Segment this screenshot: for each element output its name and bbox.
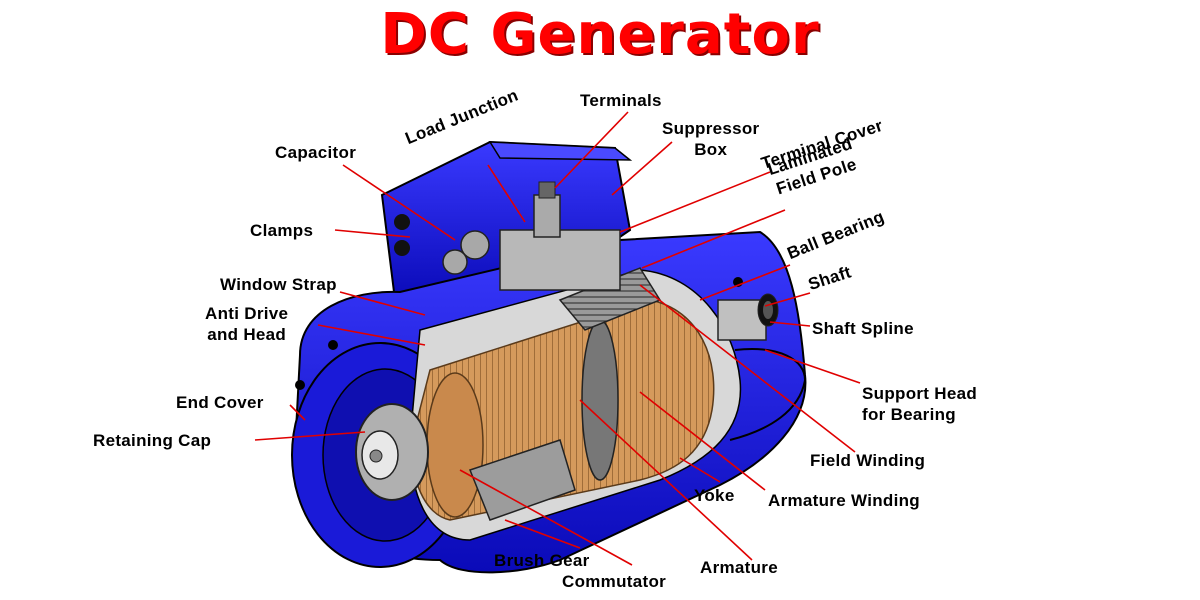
label-field-winding: Field Winding — [810, 451, 926, 470]
terminals-shape — [442, 181, 621, 291]
diagram-title: DC Generator — [380, 2, 820, 67]
label-retaining-cap: Retaining Cap — [93, 431, 212, 450]
support-head-shape — [729, 348, 807, 441]
label-armature: Armature — [700, 558, 778, 577]
label-end-cover: End Cover — [176, 393, 264, 412]
leader-terminals — [554, 111, 629, 189]
leader-lines — [254, 111, 861, 566]
leader-window-strap — [339, 291, 426, 316]
leader-support-head — [764, 349, 861, 384]
brush-gear-shape — [469, 439, 576, 521]
leader-clamps — [334, 229, 411, 238]
label-yoke: Yoke — [694, 486, 735, 505]
label-support-head: Support Head for Bearing — [862, 384, 978, 424]
leader-shaft — [764, 292, 811, 307]
label-terminals: Terminals — [580, 91, 662, 110]
label-shaft-spline: Shaft Spline — [812, 319, 914, 338]
leader-field-winding — [639, 284, 856, 453]
leader-shaft-spline — [769, 321, 811, 327]
leader-capacitor — [342, 164, 456, 241]
leader-armature-winding — [639, 391, 766, 491]
leader-suppressor-box — [611, 141, 673, 196]
leader-laminated-field-pole — [641, 209, 786, 269]
label-armature-winding: Armature Winding — [768, 491, 920, 510]
leader-ball-bearing — [699, 264, 791, 301]
label-commutator: Commutator — [562, 572, 667, 591]
commutator-shape — [355, 403, 429, 501]
shaft-shape — [717, 293, 779, 341]
leader-yoke — [679, 457, 721, 483]
label-brush-gear: Brush Gear — [494, 551, 590, 570]
leader-armature — [579, 399, 753, 561]
label-clamps: Clamps — [250, 221, 314, 240]
label-anti-drive-head: Anti Drive and Head — [205, 304, 289, 344]
label-window-strap: Window Strap — [220, 275, 337, 294]
label-capacitor: Capacitor — [275, 143, 357, 162]
leader-end-cover — [289, 404, 306, 421]
label-suppressor-box: Suppressor Box — [662, 119, 760, 159]
leader-load-junction — [487, 164, 526, 223]
leader-terminal-cover — [619, 171, 771, 233]
leader-retaining-cap — [254, 431, 366, 441]
leader-brush-gear — [504, 519, 581, 549]
leader-anti-drive-head — [317, 324, 426, 346]
leader-commutator — [459, 469, 633, 566]
